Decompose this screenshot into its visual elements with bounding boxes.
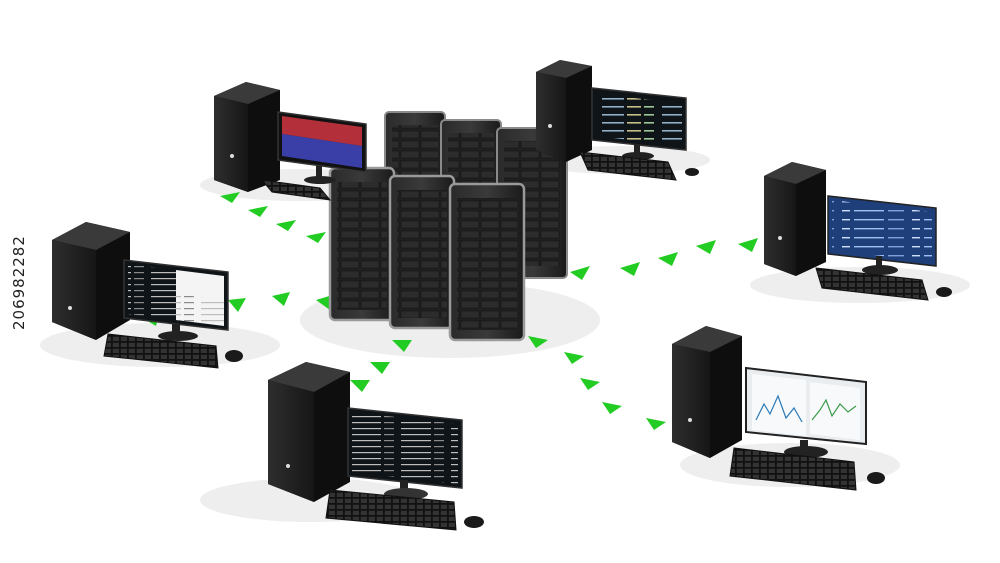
monitor <box>347 407 463 500</box>
arrow-path-bottom-left <box>350 340 412 392</box>
keyboard <box>729 447 857 491</box>
tower-case <box>536 60 592 162</box>
tower-case <box>214 82 280 192</box>
monitor <box>123 259 229 341</box>
tower-case <box>764 162 826 276</box>
mouse <box>867 472 885 484</box>
workstation-top-right <box>536 60 699 181</box>
workstation-left <box>52 222 243 369</box>
keyboard <box>103 333 219 369</box>
server-rack-front-2 <box>388 174 456 330</box>
data-flow-arrows <box>142 192 758 430</box>
workstation-right <box>764 162 952 301</box>
keyboard <box>815 267 929 301</box>
mouse <box>936 287 952 297</box>
workstation-bottom-right <box>672 326 885 491</box>
server-rack-front-1 <box>328 166 396 322</box>
stock-id-watermark: 206982282 <box>10 235 28 330</box>
keyboard <box>260 179 332 201</box>
server-rack-front-3 <box>448 182 526 342</box>
mouse <box>225 350 243 362</box>
keyboard <box>325 489 457 531</box>
keyboard <box>579 151 677 181</box>
monitor <box>277 111 367 184</box>
monitor <box>591 87 687 160</box>
workstation-bottom-left <box>268 362 484 531</box>
mouse <box>464 516 484 528</box>
mouse <box>685 168 699 176</box>
monitor <box>827 195 937 275</box>
workstation-top-left <box>214 82 367 201</box>
server-rack-cluster <box>328 111 568 342</box>
tower-case <box>52 222 130 340</box>
tower-case <box>268 362 350 502</box>
monitor <box>745 366 867 458</box>
arrow-path-bottom-right <box>528 336 666 430</box>
tower-case <box>672 326 742 458</box>
arrow-path-top-left <box>220 192 326 243</box>
arrow-path-right <box>570 238 758 280</box>
